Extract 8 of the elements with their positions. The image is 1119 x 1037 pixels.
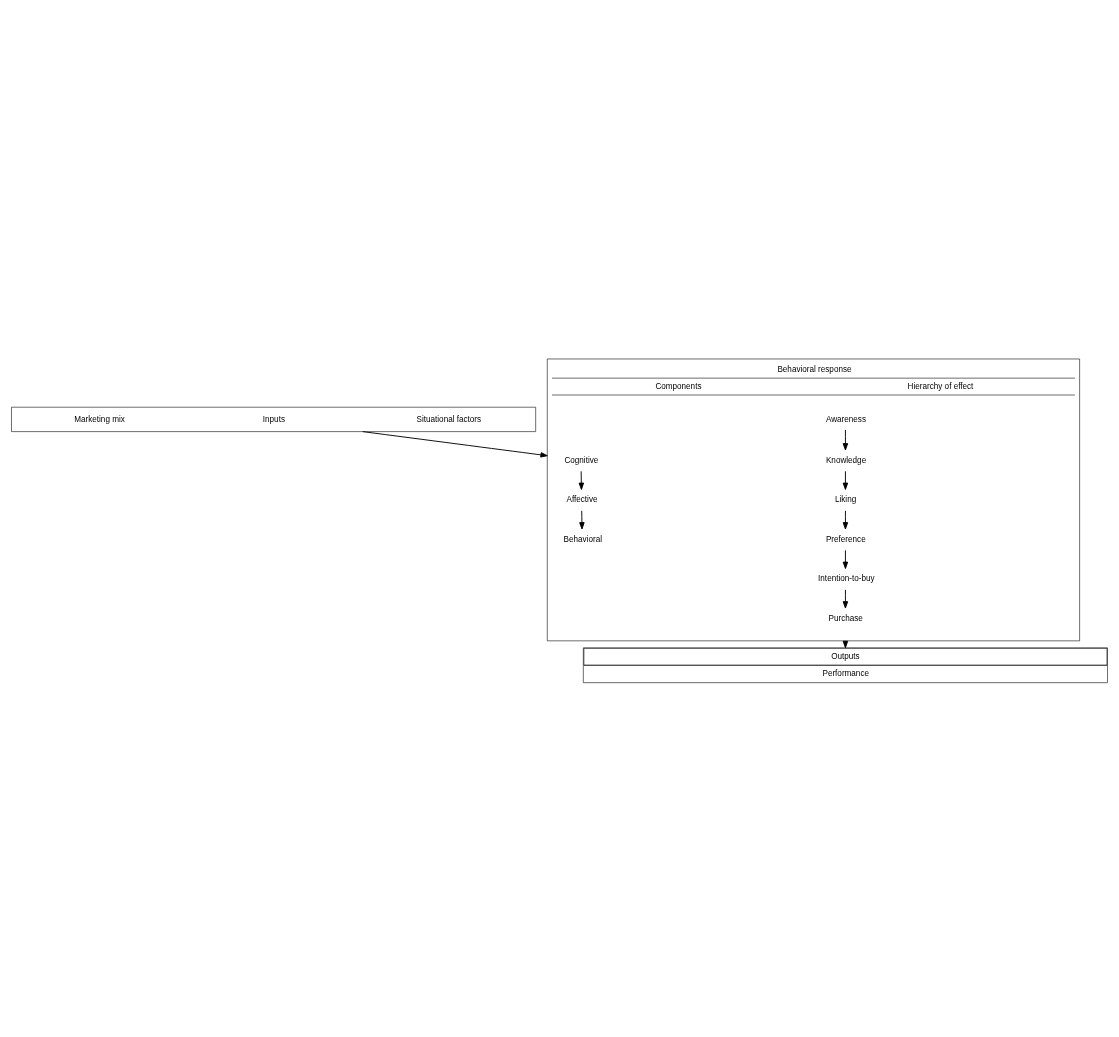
arrow: [842, 549, 849, 569]
arrow: [842, 510, 849, 530]
arrow: [842, 470, 849, 490]
arrow: [842, 429, 849, 451]
arrow: [842, 589, 849, 609]
arrow: [579, 510, 585, 530]
arrow: [362, 431, 548, 458]
arrow: [578, 470, 585, 490]
